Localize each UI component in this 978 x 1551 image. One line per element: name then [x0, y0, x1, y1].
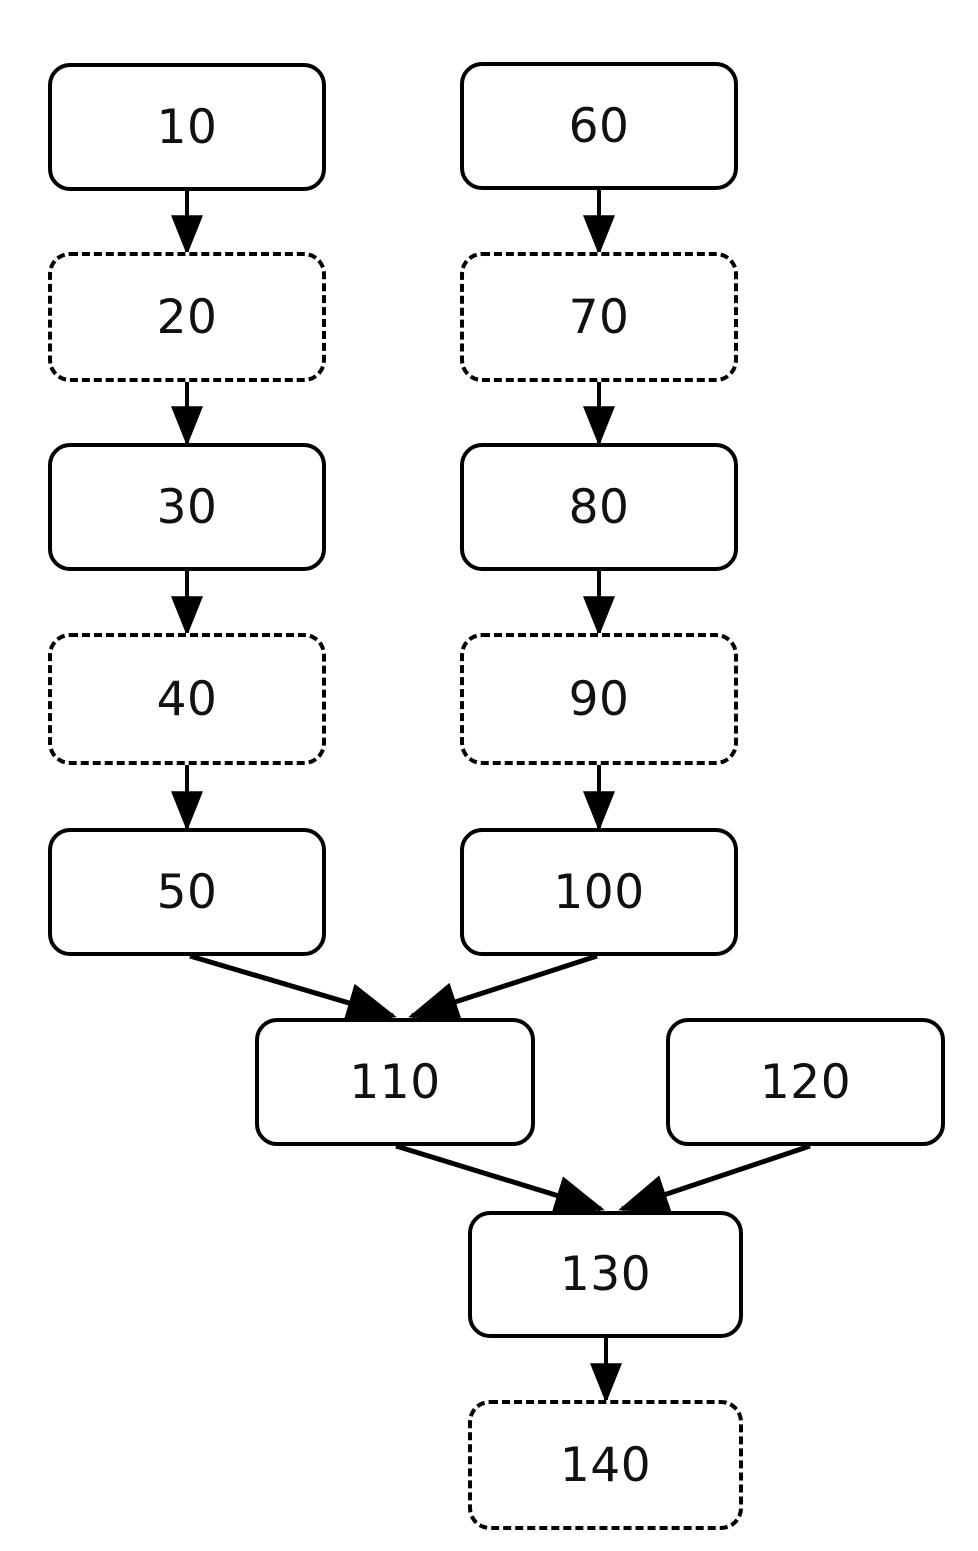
node-80[interactable]: 80 [460, 443, 738, 571]
node-label: 100 [553, 864, 645, 920]
node-110[interactable]: 110 [255, 1018, 535, 1146]
node-120[interactable]: 120 [666, 1018, 945, 1146]
node-10[interactable]: 10 [48, 63, 326, 191]
edge-n110-to-n130 [395, 1143, 605, 1215]
node-label: 50 [156, 864, 218, 920]
node-100[interactable]: 100 [460, 828, 738, 956]
node-70[interactable]: 70 [460, 252, 738, 382]
node-label: 120 [759, 1054, 852, 1110]
node-30[interactable]: 30 [48, 443, 326, 571]
node-60[interactable]: 60 [460, 62, 738, 190]
edge-n50-to-n110 [189, 953, 397, 1023]
node-label: 40 [156, 671, 218, 727]
node-label: 130 [559, 1247, 652, 1302]
edge-n100-to-n110 [408, 953, 598, 1021]
node-label: 140 [559, 1437, 652, 1493]
node-label: 70 [568, 289, 630, 345]
node-140[interactable]: 140 [468, 1400, 743, 1530]
node-label: 90 [568, 671, 630, 727]
node-130[interactable]: 130 [468, 1211, 743, 1338]
node-40[interactable]: 40 [48, 633, 326, 765]
node-label: 60 [568, 98, 630, 154]
node-label: 30 [156, 479, 218, 535]
node-50[interactable]: 50 [48, 828, 326, 956]
node-label: 80 [568, 479, 630, 535]
node-label: 20 [156, 289, 218, 345]
node-label: 10 [156, 99, 218, 155]
node-label: 110 [349, 1054, 441, 1110]
node-20[interactable]: 20 [48, 252, 326, 382]
node-90[interactable]: 90 [460, 633, 738, 765]
edge-n120-to-n130 [618, 1143, 811, 1214]
